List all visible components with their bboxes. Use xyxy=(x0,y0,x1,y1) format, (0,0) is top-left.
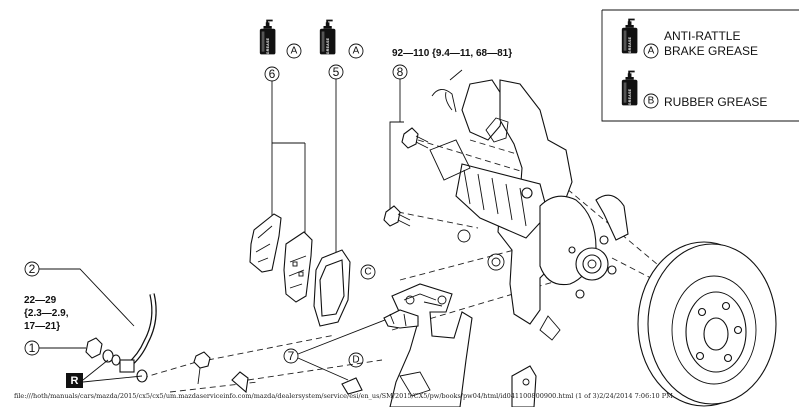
callout-1-number: 1 xyxy=(29,341,36,355)
callout-7-number: 7 xyxy=(288,349,295,363)
callout-2: 2 xyxy=(24,261,135,327)
guide-pin-boot xyxy=(231,371,249,394)
callout-8-number: 8 xyxy=(397,65,404,79)
reference-d: D xyxy=(348,352,364,368)
torque-spec-bolt-8: 92—110 {9.4—11, 68—81} xyxy=(392,48,512,59)
footer-url: file:///hoth/manuals/cars/mazda/2015/cx5… xyxy=(14,392,673,400)
callout-6-number: 6 xyxy=(269,67,276,81)
reference-letter-c: C xyxy=(364,267,371,278)
bleeder-screw xyxy=(193,351,211,385)
grease-marker-5: A xyxy=(353,46,360,57)
legend-a-line2: BRAKE GREASE xyxy=(664,44,758,58)
caliper-bolt-lower xyxy=(383,205,411,227)
pad-clip-lower xyxy=(341,377,363,395)
caliper-bracket xyxy=(389,283,473,407)
grease-b-marker xyxy=(643,93,659,109)
reference-letter-d: D xyxy=(352,355,359,366)
caliper-bolt-upper xyxy=(401,127,429,149)
can-label-5: GREASE xyxy=(326,37,330,54)
brake-disc xyxy=(637,241,777,407)
grease-a-marker xyxy=(643,43,659,59)
brake-shim-inner xyxy=(249,213,282,273)
torque-spec-1-line3: 17—21} xyxy=(24,321,60,332)
grease-indicator-part6: GREASE A xyxy=(259,19,302,59)
replace-marker: R xyxy=(66,359,143,388)
can-label-b: GREASE xyxy=(628,88,632,105)
reference-c: C xyxy=(360,264,376,280)
brake-shim-outer xyxy=(283,231,313,303)
pad-clip-upper xyxy=(383,309,419,329)
callout-6: 6 xyxy=(264,66,306,235)
brake-hose xyxy=(119,293,157,373)
callout-7: 7 xyxy=(283,317,391,381)
brake-pad xyxy=(313,249,351,327)
callout-5-number: 5 xyxy=(333,65,340,79)
legend-a-letter: A xyxy=(648,46,655,57)
union-bolt xyxy=(85,337,148,383)
torque-spec-union-bolt: 22—29 {2.3—2.9, 17—21} xyxy=(24,295,69,332)
grease-legend: GREASE A ANTI-RATTLE BRAKE GREASE GREASE… xyxy=(601,9,799,122)
caliper-body-fragment xyxy=(511,365,537,407)
replace-marker-letter: R xyxy=(71,375,79,387)
can-label-6: GREASE xyxy=(266,37,270,54)
steering-knuckle-and-hub xyxy=(429,69,629,341)
legend-a-line1: ANTI-RATTLE xyxy=(664,29,740,43)
grease-marker-6: A xyxy=(291,46,298,57)
legend-b-label: RUBBER GREASE xyxy=(664,95,767,109)
callout-1: 1 xyxy=(24,340,86,356)
callout-2-number: 2 xyxy=(29,262,36,276)
legend-b-letter: B xyxy=(648,96,655,107)
callout-5: 5 xyxy=(328,64,344,253)
torque-spec-1-line2: {2.3—2.9, xyxy=(24,308,69,319)
torque-spec-1-line1: 22—29 xyxy=(24,295,57,306)
grease-indicator-part5: GREASE A xyxy=(319,19,364,59)
can-label-a: GREASE xyxy=(628,36,632,53)
